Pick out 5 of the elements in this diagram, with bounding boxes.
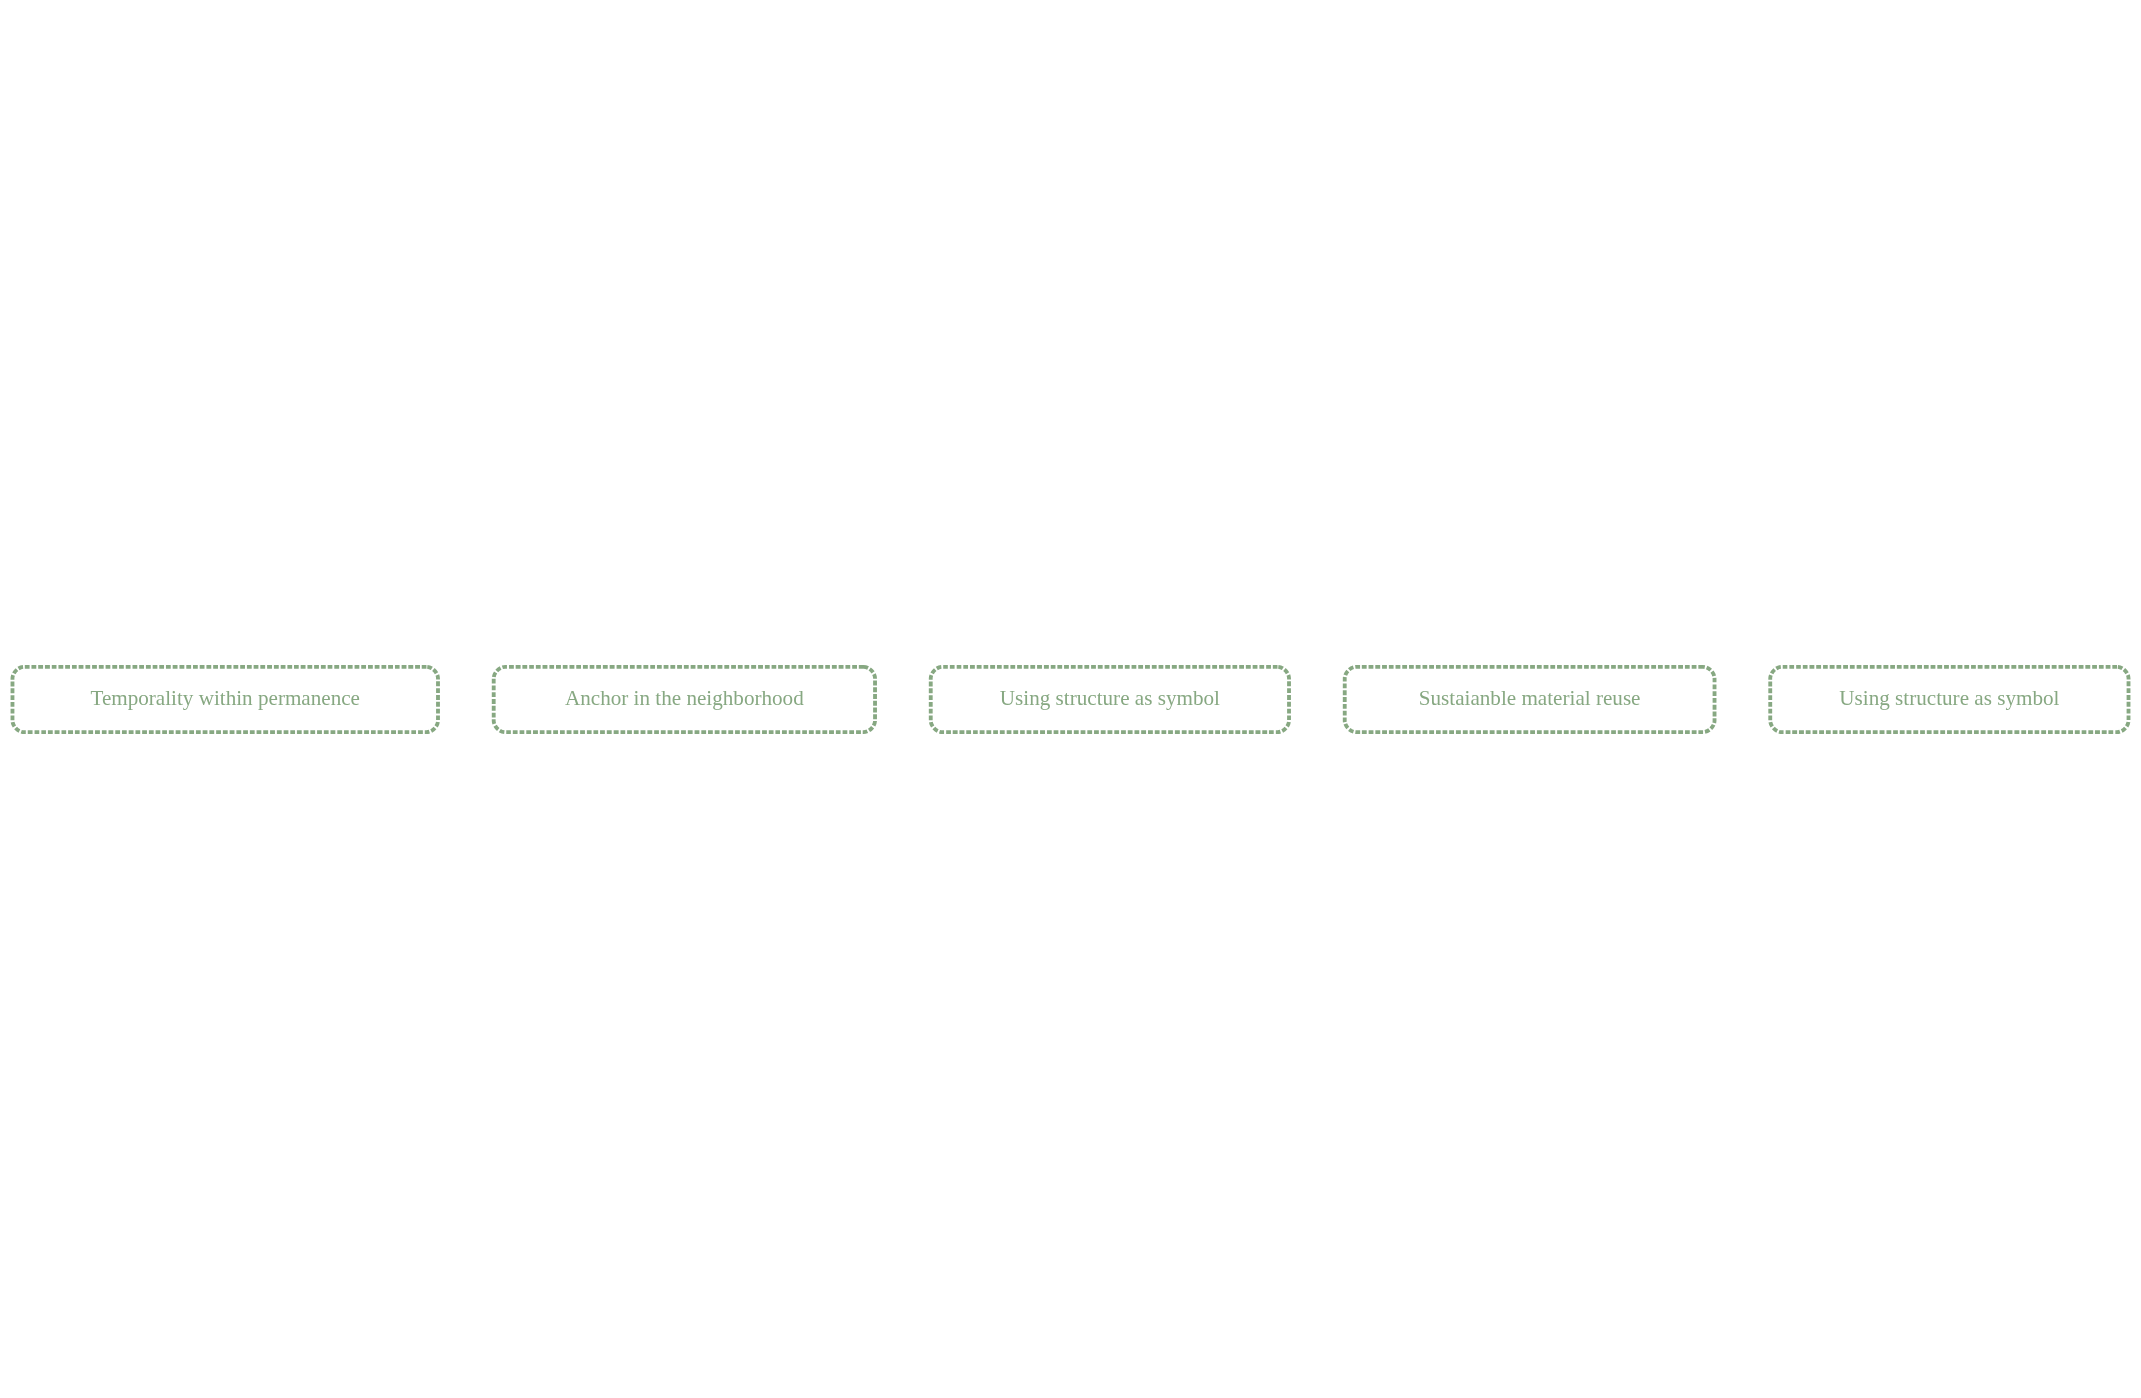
node-box: Using structure as symbol (928, 664, 1291, 734)
node-box: Sustaianble material reuse (1342, 664, 1717, 734)
node-box: Anchor in the neighborhood (491, 664, 877, 734)
node-box: Temporality within permanence (10, 664, 440, 734)
node-box: Using structure as symbol (1768, 664, 2131, 734)
